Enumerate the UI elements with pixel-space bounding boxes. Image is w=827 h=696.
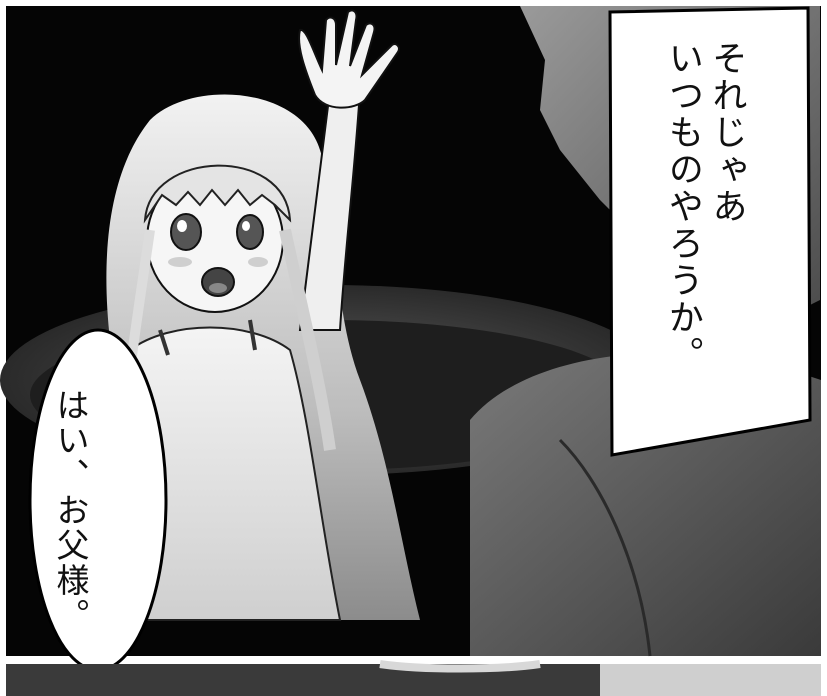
girl-eye-left xyxy=(170,213,202,251)
father-dialogue-line-2: いつものやろうか。 xyxy=(662,40,703,373)
father-caption-box xyxy=(608,6,812,457)
next-panel xyxy=(6,660,821,696)
father-dialogue: それじゃあ いつものやろうか。 xyxy=(660,40,748,420)
girl-dialogue: はい、お父様。 xyxy=(50,388,90,633)
father-dialogue-line-1: それじゃあ xyxy=(706,40,747,225)
girl-hand xyxy=(298,9,400,109)
girl-eye-right xyxy=(236,214,264,250)
main-panel xyxy=(0,6,821,672)
